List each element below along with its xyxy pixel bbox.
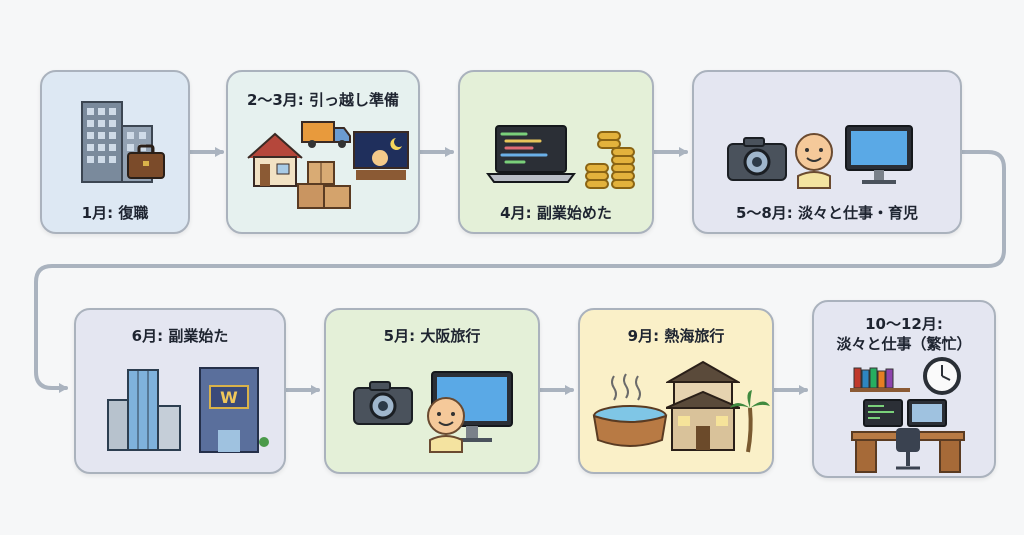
skyscraper-icon xyxy=(107,369,181,451)
card-label-line2: 淡々と仕事（繁忙） xyxy=(836,335,972,353)
card-january: 1月: 復職 xyxy=(40,70,190,234)
svg-text:W: W xyxy=(220,388,238,407)
bookshelf-icon xyxy=(850,367,910,392)
boxes-icon xyxy=(297,161,351,209)
card-label: 4月: 副業始めた xyxy=(500,204,612,222)
ryokan-icon xyxy=(666,360,740,451)
laptop-code-icon xyxy=(486,125,576,183)
arrow-wrap xyxy=(34,150,1006,393)
card-may-osaka: 5月: 大阪旅行 xyxy=(324,308,540,474)
baby-icon xyxy=(427,397,465,453)
card-label: 1月: 復職 xyxy=(81,204,149,222)
card-june: 6月: 副業始た W xyxy=(74,308,286,474)
clock-icon xyxy=(923,357,961,395)
card-oct-dec: 10〜12月: 淡々と仕事（繁忙） xyxy=(812,300,996,478)
night-work-icon xyxy=(353,131,409,180)
card-label: 5〜8月: 淡々と仕事・育児 xyxy=(735,204,919,222)
card-label: 9月: 熱海旅行 xyxy=(627,327,725,345)
baby-icon xyxy=(795,133,833,189)
moving-truck-icon xyxy=(301,121,351,148)
card-label: 6月: 副業始た xyxy=(131,327,229,345)
camera-icon xyxy=(353,381,413,425)
palm-tree-icon xyxy=(730,390,770,453)
card-feb-mar: 2〜3月: 引っ越し準備 xyxy=(226,70,420,234)
card-september: 9月: 熱海旅行 xyxy=(578,308,774,474)
desk-workstation-icon xyxy=(851,399,965,473)
card-label: 5月: 大阪旅行 xyxy=(383,327,481,345)
w-building-icon: W xyxy=(199,367,269,453)
briefcase-icon xyxy=(127,144,165,179)
card-label: 2〜3月: 引っ越し準備 xyxy=(246,91,400,109)
coins-icon xyxy=(585,131,635,189)
camera-icon xyxy=(727,137,787,181)
card-april: 4月: 副業始めた xyxy=(458,70,654,234)
card-label-line1: 10〜12月: xyxy=(865,315,943,333)
card-may-aug: 5〜8月: 淡々と仕事・育児 xyxy=(692,70,962,234)
house-icon xyxy=(247,132,303,187)
monitor-icon xyxy=(845,125,913,184)
hot-spring-icon xyxy=(592,373,668,447)
